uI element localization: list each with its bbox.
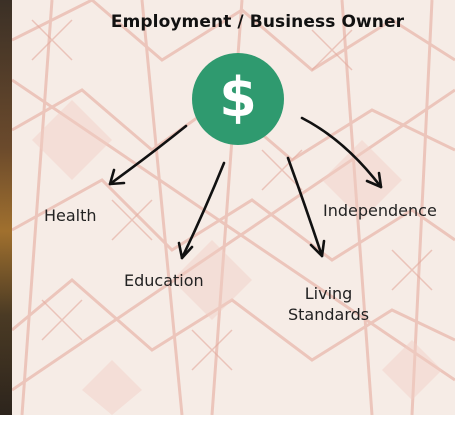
arrow-to-living-standards [286,156,326,258]
dollar-icon: $ [192,53,284,145]
label-living-line1: Living [304,284,353,303]
label-living-line2: Standards [288,305,370,324]
label-living-standards: Living Standards [288,283,369,325]
label-education: Education [124,271,204,290]
arrow-to-independence [300,116,383,189]
arrow-to-health [108,124,188,186]
dollar-symbol: $ [219,66,257,129]
diagram-title: Employment / Business Owner [110,12,405,32]
bottom-border [0,415,455,421]
background-pattern [12,0,455,415]
label-independence: Independence [323,201,437,220]
adjacent-photo-edge [0,0,12,421]
label-health: Health [44,206,97,225]
arrow-to-education [177,161,226,260]
